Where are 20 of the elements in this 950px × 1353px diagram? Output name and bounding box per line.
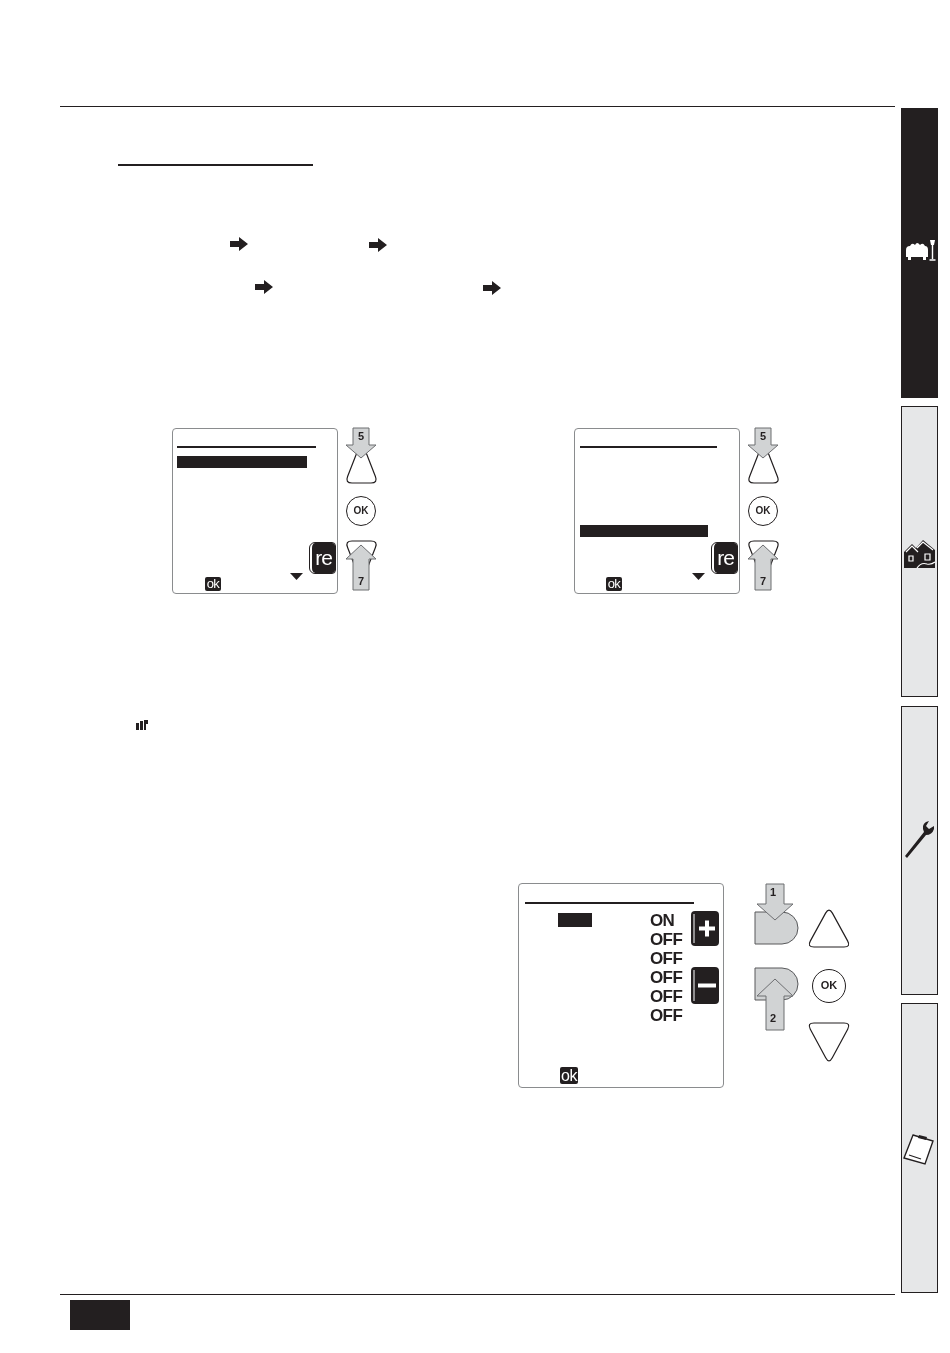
return-softkey: re xyxy=(310,543,335,573)
ok-softkey: ok xyxy=(560,1067,578,1084)
ok-softkey: ok xyxy=(205,577,221,591)
ok-softkey: ok xyxy=(606,577,622,591)
callout-number: 5 xyxy=(356,430,366,442)
ok-button: OK xyxy=(748,496,778,526)
status-value: OFF xyxy=(650,1007,683,1024)
status-value: OFF xyxy=(650,988,683,1005)
ok-button: OK xyxy=(812,969,846,1003)
status-value: OFF xyxy=(650,969,683,986)
callout-number: 2 xyxy=(768,1012,778,1024)
ok-button: OK xyxy=(346,496,376,526)
status-value: ON xyxy=(650,912,675,929)
status-value: OFF xyxy=(650,950,683,967)
callout-number: 7 xyxy=(356,575,366,587)
callout-number: 7 xyxy=(758,575,768,587)
status-value: OFF xyxy=(650,931,683,948)
return-softkey: re xyxy=(712,543,737,573)
callout-number: 1 xyxy=(768,886,778,898)
callout-number: 5 xyxy=(758,430,768,442)
